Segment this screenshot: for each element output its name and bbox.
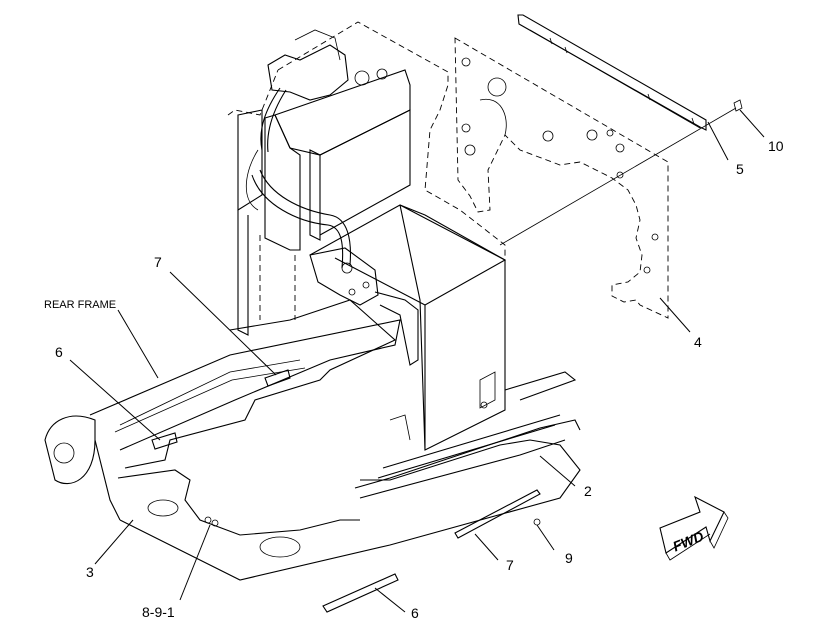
callout-10: 10 (768, 138, 784, 154)
pad-part-7-upper (264, 369, 291, 387)
pad-part-6-lower (322, 573, 399, 613)
pad-part-6-left (151, 432, 178, 450)
rear-frame-label: REAR FRAME (44, 299, 116, 311)
tank-box (309, 204, 507, 451)
callout-9: 9 (565, 550, 573, 566)
callout-6-lower: 6 (411, 605, 419, 621)
fwd-arrow-icon: FWD (659, 495, 729, 561)
bolt-axis-line (499, 107, 737, 246)
strip-part-5 (517, 14, 707, 131)
rear-frame (44, 299, 581, 581)
leader-lines (69, 109, 765, 613)
engine-assembly (227, 21, 506, 336)
bolt-part-10 (733, 99, 743, 112)
callout-6-left: 6 (55, 344, 63, 360)
pad-part-7-lower (454, 489, 541, 539)
callout-2: 2 (584, 483, 592, 499)
callout-3: 3 (86, 564, 94, 580)
bolt-part-9 (533, 518, 541, 526)
fwd-label: FWD (670, 528, 706, 555)
callout-7-lower: 7 (506, 557, 514, 573)
callout-4: 4 (694, 334, 702, 350)
callout-7-upper: 7 (154, 254, 162, 270)
callout-5: 5 (736, 161, 744, 177)
back-plate-part-4 (454, 37, 669, 319)
callout-8-9-1: 8-9-1 (142, 604, 175, 620)
